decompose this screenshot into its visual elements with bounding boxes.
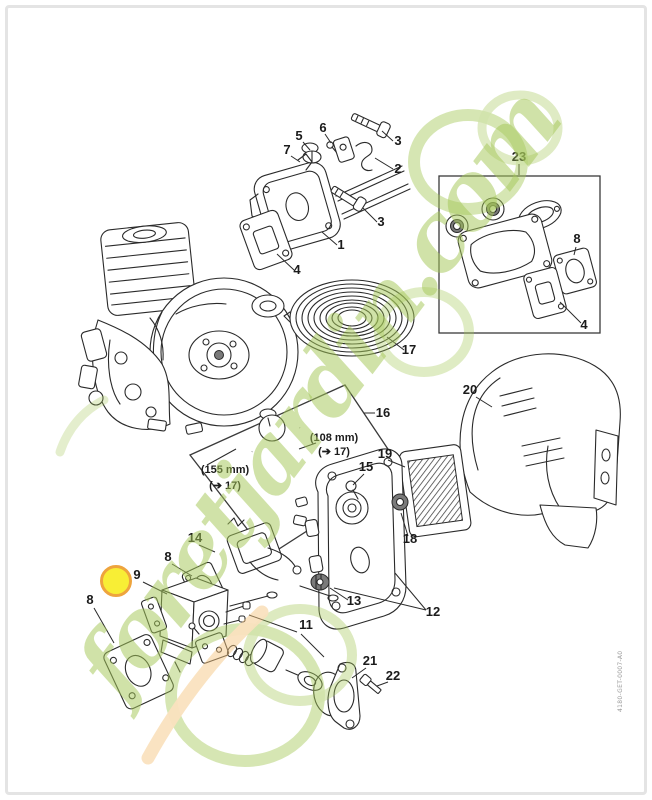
- callout-18[interactable]: 18: [403, 531, 417, 546]
- gasket-kit-box: [438, 175, 601, 334]
- fuel-line-roll-drawing: [283, 279, 415, 357]
- muffler-bolt-mid-drawing: [330, 185, 367, 212]
- callout-8-left[interactable]: 8: [86, 592, 93, 607]
- annotation-155mm-ref: (➔ 17): [209, 480, 241, 492]
- lever-bracket-drawing: [226, 517, 302, 581]
- shroud-drawing: [459, 353, 621, 549]
- callout-4-kit[interactable]: 4: [580, 317, 588, 332]
- callout-1[interactable]: 1: [337, 237, 344, 252]
- annotation-108mm-ref: (➔ 17): [318, 446, 350, 458]
- muffler-gasket-drawing: [239, 209, 293, 271]
- callout-13[interactable]: 13: [347, 593, 361, 608]
- leader-lines: [93, 130, 582, 687]
- callout-6[interactable]: 6: [319, 120, 326, 135]
- callout-11[interactable]: 11: [299, 617, 313, 632]
- pump-cover-drawing: [313, 661, 382, 730]
- air-filter-drawing: [398, 444, 472, 538]
- callout-5[interactable]: 5: [295, 128, 302, 143]
- callout-14[interactable]: 14: [188, 530, 203, 545]
- annotation-155mm: (155 mm): [201, 464, 250, 476]
- highlighted-part-circle[interactable]: [100, 565, 132, 597]
- callout-3-top[interactable]: 3: [394, 133, 401, 148]
- callout-22[interactable]: 22: [386, 668, 400, 683]
- callout-23[interactable]: 23: [512, 149, 526, 164]
- callout-7[interactable]: 7: [283, 142, 290, 157]
- callout-21[interactable]: 21: [363, 653, 377, 668]
- choke-knob-group-drawing: [188, 622, 323, 691]
- annotation-108mm: (108 mm): [310, 432, 359, 444]
- filter-backplate-drawing: [299, 448, 409, 630]
- callout-8-top[interactable]: 8: [164, 549, 171, 564]
- callout-20[interactable]: 20: [463, 382, 477, 397]
- carburetor-drawing: [140, 577, 278, 673]
- callout-4[interactable]: 4: [293, 262, 301, 277]
- engine-assembly-drawing: [78, 222, 299, 435]
- doc-code: 4180-GET-0007-A0: [617, 651, 624, 712]
- callout-17[interactable]: 17: [402, 342, 416, 357]
- callout-8-kit[interactable]: 8: [573, 231, 580, 246]
- callout-19[interactable]: 19: [378, 446, 392, 461]
- callout-3-mid[interactable]: 3: [377, 214, 384, 229]
- callout-2[interactable]: 2: [394, 161, 401, 176]
- carb-gasket-left-drawing: [103, 634, 174, 710]
- muffler-bolt-top-drawing: [350, 113, 391, 139]
- callout-16[interactable]: 16: [376, 405, 390, 420]
- orange-ribbon: [141, 605, 269, 765]
- callout-12[interactable]: 12: [426, 604, 440, 619]
- callout-9-highlighted[interactable]: 9: [133, 567, 140, 582]
- callout-15[interactable]: 15: [359, 459, 373, 474]
- bracket-hook-drawing: [332, 136, 373, 172]
